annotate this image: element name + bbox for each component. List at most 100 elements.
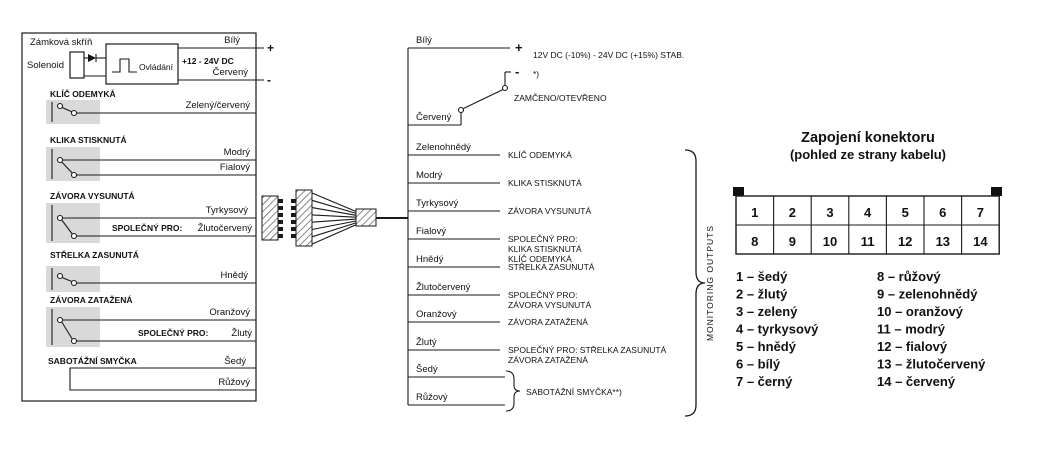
supply-wires: Bílý + +12 - 24V DC Červený - <box>178 35 274 87</box>
switch-label: ZÁVORA VYSUNUTÁ <box>50 191 135 201</box>
plus-terminal: + <box>515 40 523 55</box>
legend-item: 11 – modrý <box>877 322 946 337</box>
pin-number: 12 <box>898 234 912 249</box>
control-label: Ovládání <box>139 62 174 72</box>
wire-label: Zelený/červený <box>186 100 251 111</box>
legend-item: 2 – žlutý <box>736 287 788 302</box>
switch-label: KLÍČ ODEMYKÁ <box>50 88 116 99</box>
wire-label: Modrý <box>224 147 251 158</box>
pin-number: 13 <box>936 234 950 249</box>
switch-label: ZÁVORA ZATAŽENÁ <box>50 294 132 305</box>
monitoring-outputs-label: MONITORING OUTPUTS <box>705 225 715 341</box>
pulse-icon <box>112 58 137 73</box>
pin-number: 5 <box>902 205 909 220</box>
wire-desc: SPOLEČNÝ PRO: STŘELKA ZASUNUTÁ <box>508 345 667 355</box>
pin-number: 11 <box>861 234 875 249</box>
wire-label: Modrý <box>416 170 443 181</box>
wire-label: Hnědý <box>416 254 444 265</box>
wire-desc: KLÍČ ODEMYKÁ <box>508 254 572 264</box>
legend-item: 6 – bílý <box>736 357 781 372</box>
tamper-loop-wire <box>69 367 256 391</box>
pin-number: 10 <box>823 234 837 249</box>
connector-key-tab-left <box>733 187 744 196</box>
switch-group-handle: KLIKA STISKNUTÁ Modrý Fialový <box>46 135 256 181</box>
solenoid-label: Solenoid <box>27 60 64 71</box>
wire-desc: STŘELKA ZASUNUTÁ <box>508 262 595 272</box>
switch-blade <box>61 106 73 113</box>
lock-switch-blade <box>463 89 504 109</box>
connector-a-pins <box>278 199 283 238</box>
legend-item: 8 – růžový <box>877 269 941 284</box>
legend-item: 1 – šedý <box>736 269 788 284</box>
pin-numbers: 1 2 3 4 5 6 7 8 9 10 11 12 13 14 <box>751 205 988 249</box>
wire-label: Tyrkysový <box>416 198 458 209</box>
pin-number: 3 <box>826 205 833 220</box>
wire-label: Žlutočervený <box>416 282 471 293</box>
legend-item: 14 – červený <box>877 374 956 389</box>
common-label: SPOLEČNÝ PRO: <box>112 222 183 233</box>
pinout-title: Zapojení konektoru <box>801 130 935 146</box>
solenoid-circuit: Solenoid Ovládání <box>27 43 179 85</box>
switch-blade <box>61 321 73 340</box>
switch-label: KLIKA STISKNUTÁ <box>50 135 127 145</box>
cable-connectors <box>261 189 408 247</box>
wire-label-red: Červený <box>213 67 249 78</box>
legend-item: 3 – zelený <box>736 304 798 319</box>
wire-label: Fialový <box>416 226 446 237</box>
wire-label-white: Bílý <box>224 35 240 46</box>
legend-item: 4 – tyrkysový <box>736 322 819 337</box>
minus-sign: - <box>267 73 271 87</box>
pin-number: 4 <box>864 205 872 220</box>
legend-item: 13 – žlutočervený <box>877 357 986 372</box>
wire-desc: KLIKA STISKNUTÁ <box>508 178 582 188</box>
pin-table-grid <box>735 195 1000 255</box>
switch-label: STŘELKA ZASUNUTÁ <box>50 249 139 260</box>
wire-desc: KLIKA STISKNUTÁ <box>508 244 582 254</box>
wire-desc: SPOLEČNÝ PRO: <box>508 234 577 244</box>
legend-item: 7 – černý <box>736 374 793 389</box>
wire-desc: ZÁVORA ZATAŽENÁ <box>508 355 588 365</box>
switch-blade <box>61 161 73 174</box>
pin-number: 14 <box>973 234 988 249</box>
wire-label: Hnědý <box>221 270 249 281</box>
solenoid-symbol <box>69 51 85 79</box>
tamper-brace <box>505 370 521 412</box>
pin-number: 8 <box>751 234 758 249</box>
power-note: *) <box>533 69 539 79</box>
pin-number: 7 <box>977 205 984 220</box>
connector-a <box>261 195 279 241</box>
cable-strands <box>311 192 357 245</box>
switch-group-latch: STŘELKA ZASUNUTÁ Hnědý <box>46 249 256 292</box>
wire-desc: ZÁVORA VYSUNUTÁ <box>508 206 591 216</box>
wire-label: Oranžový <box>209 307 250 318</box>
connector-b-pins <box>291 199 296 238</box>
wire-label: Šedý <box>416 364 438 375</box>
connector-pinout: Zapojení konektoru (pohled ze strany kab… <box>733 130 1002 389</box>
supply-voltage-label: +12 - 24V DC <box>182 56 234 66</box>
wire-label: Bílý <box>416 35 432 46</box>
wire-desc: ZÁVORA VYSUNUTÁ <box>508 300 591 310</box>
pinout-subtitle: (pohled ze strany kabelu) <box>790 147 946 162</box>
wire-label: Tyrkysový <box>206 205 248 216</box>
wire-label: Žlutočervený <box>198 223 253 234</box>
wire-desc: ZÁVORA ZATAŽENÁ <box>508 317 588 327</box>
monitoring-wires: Zelenohnědý KLÍČ ODEMYKÁ Modrý KLIKA STI… <box>408 142 667 406</box>
lock-box-title: Zámková skříň <box>30 37 92 48</box>
connector-key-tab-right <box>991 187 1002 196</box>
pin-number: 2 <box>789 205 796 220</box>
legend-item: 9 – zelenohnědý <box>877 287 978 302</box>
minus-terminal: - <box>515 64 519 79</box>
pin-number: 1 <box>751 205 758 220</box>
wire-desc: SPOLEČNÝ PRO: <box>508 290 577 300</box>
wire-label: Růžový <box>218 377 250 388</box>
lock-box: Zámková skříň Solenoid Ovládání Bílý + +… <box>21 32 274 402</box>
plus-sign: + <box>267 41 274 55</box>
wire-desc: KLÍČ ODEMYKÁ <box>508 150 572 160</box>
switch-blade <box>61 219 73 235</box>
power-section: Bílý + 12V DC (-10%) - 24V DC (+15%) STA… <box>408 35 684 126</box>
lock-switch-label: ZAMČENO/OTEVŘENO <box>514 93 607 103</box>
wire-label: Oranžový <box>416 309 457 320</box>
cable-breakout: Bílý + 12V DC (-10%) - 24V DC (+15%) STA… <box>407 35 715 417</box>
